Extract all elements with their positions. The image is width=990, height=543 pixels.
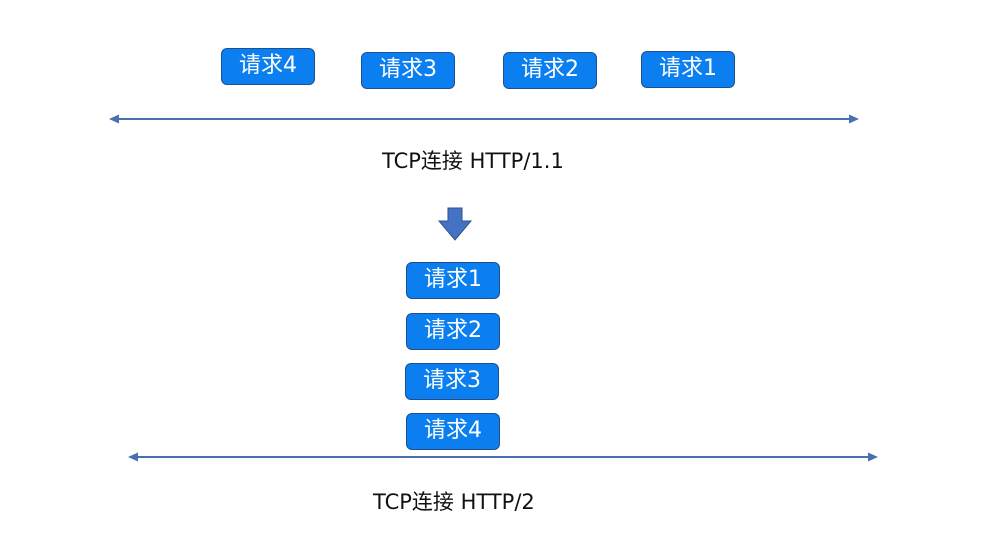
http11-caption: TCP连接 HTTP/1.1 <box>382 149 564 173</box>
tcp-line-http2 <box>128 452 878 462</box>
http2-request-box: 请求3 <box>405 363 499 400</box>
http2-request-box: 请求2 <box>406 313 500 350</box>
http2-request-box: 请求1 <box>406 262 500 299</box>
http2-request-box: 请求4 <box>406 413 500 450</box>
tcp-line-http11 <box>109 114 859 124</box>
http11-request-box: 请求4 <box>221 48 315 85</box>
http11-request-box: 请求1 <box>641 51 735 88</box>
http11-request-box: 请求3 <box>361 52 455 89</box>
http2-caption: TCP连接 HTTP/2 <box>373 490 535 514</box>
http11-request-box: 请求2 <box>503 52 597 89</box>
down-arrow-icon <box>437 207 473 241</box>
